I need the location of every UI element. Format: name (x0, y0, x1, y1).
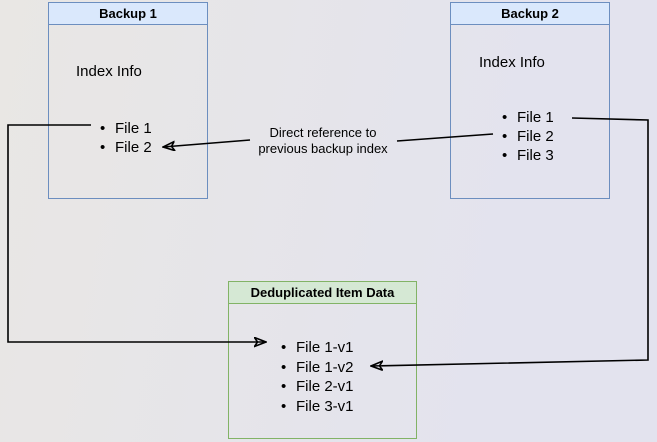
annotation-line2: previous backup index (258, 140, 388, 156)
bullet-icon: • (281, 397, 287, 415)
bullet-icon: • (100, 139, 106, 156)
backup1-file-list: • File 1 • File 2 (100, 119, 152, 157)
bullet-icon: • (281, 339, 287, 356)
deduplicated-item-data-box: Deduplicated Item Data • File 1-v1 • Fil… (228, 281, 417, 439)
list-item: • File 2 (100, 138, 152, 157)
backup1-title: Backup 1 (49, 3, 207, 25)
bullet-icon: • (502, 128, 508, 145)
backup2-box: Backup 2 Index Info • File 1 • File 2 • … (450, 2, 610, 199)
list-item: • File 1 (502, 108, 554, 127)
bullet-icon: • (502, 147, 508, 164)
list-item: • File 1-v1 (281, 338, 354, 358)
list-item: • File 2-v1 (281, 377, 354, 397)
file-label: File 1 (115, 120, 152, 137)
list-item: • File 1-v2 (281, 358, 354, 378)
file-label: File 2-v1 (296, 378, 354, 395)
annotation-line1: Direct reference to (269, 125, 377, 140)
file-label: File 3 (517, 147, 554, 164)
backup2-file-list: • File 1 • File 2 • File 3 (502, 108, 554, 165)
direct-reference-label: Direct reference to previous backup inde… (238, 125, 408, 156)
backup2-title: Backup 2 (451, 3, 609, 25)
dedup-file-list: • File 1-v1 • File 1-v2 • File 2-v1 • Fi… (281, 338, 354, 416)
file-label: File 1-v2 (296, 358, 354, 376)
bullet-icon: • (281, 378, 287, 395)
file-label: File 2 (517, 128, 554, 145)
file-label: File 3-v1 (296, 397, 354, 415)
file-label: File 1-v1 (296, 339, 354, 356)
bullet-icon: • (502, 109, 508, 126)
list-item: • File 1 (100, 119, 152, 138)
backup1-box: Backup 1 Index Info • File 1 • File 2 (48, 2, 208, 199)
file-label: File 2 (115, 139, 152, 156)
dedup-title: Deduplicated Item Data (229, 282, 416, 304)
list-item: • File 2 (502, 127, 554, 146)
file-label: File 1 (517, 109, 554, 126)
list-item: • File 3 (502, 146, 554, 165)
backup2-subtitle: Index Info (479, 54, 545, 71)
backup1-subtitle: Index Info (76, 63, 142, 80)
bullet-icon: • (281, 358, 287, 376)
list-item: • File 3-v1 (281, 397, 354, 417)
bullet-icon: • (100, 120, 106, 137)
